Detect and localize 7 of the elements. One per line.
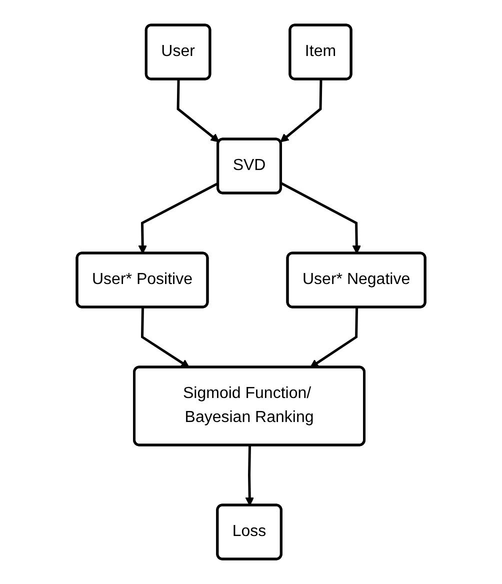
arrow — [245, 445, 254, 506]
arrow — [280, 79, 322, 142]
arrow — [280, 182, 361, 254]
arrow — [310, 307, 358, 368]
arrow — [176, 79, 220, 142]
arrow — [140, 307, 190, 368]
arrow — [138, 182, 219, 254]
